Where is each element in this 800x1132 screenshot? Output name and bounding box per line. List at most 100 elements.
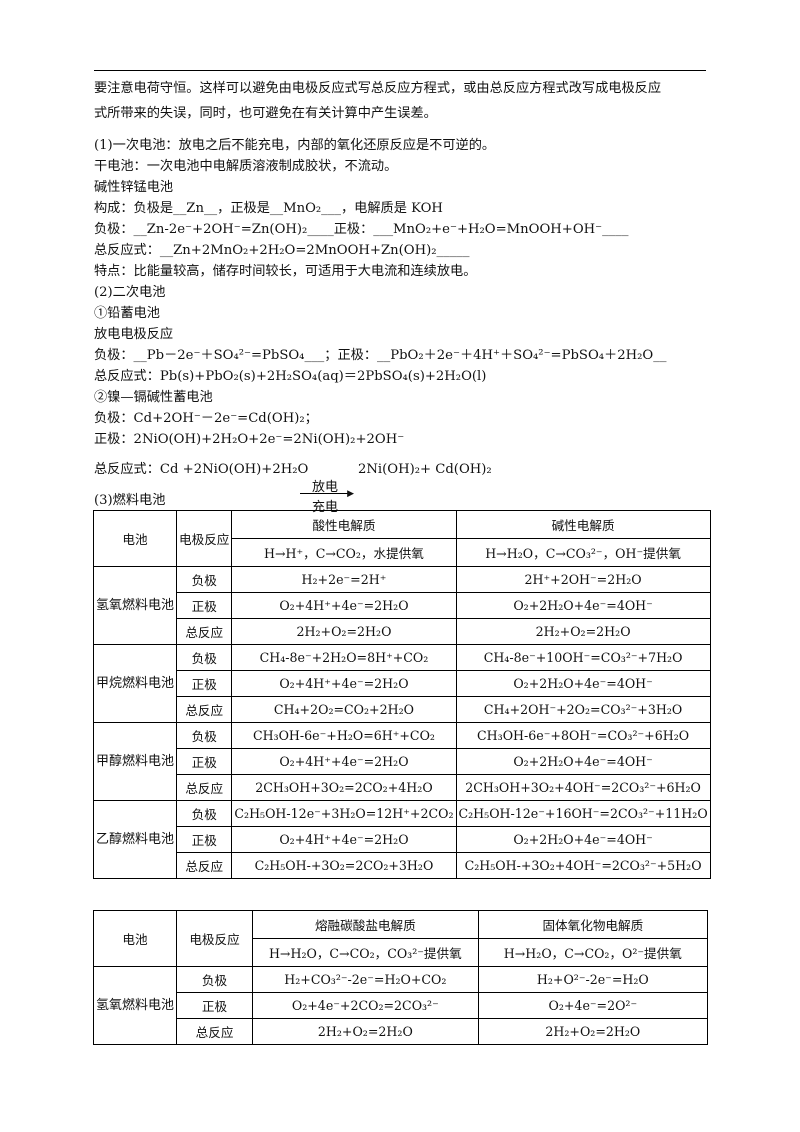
- arrow-line: [300, 493, 352, 494]
- battery-name: 甲醇燃料电池: [92, 722, 178, 801]
- table-row: 正极 O₂+4H⁺+4e⁻=2H₂O O₂+2H₂O+4e⁻=4OH⁻: [94, 592, 711, 619]
- battery-name: 乙醇燃料电池: [92, 800, 178, 879]
- lead-electrode-line: 负极：__Pb－2e⁻＋SO₄²⁻=PbSO₄___；正极：__PbO₂＋2e⁻…: [94, 348, 667, 363]
- row-label: 正极: [176, 826, 233, 853]
- table-row: 氢氧燃料电池 负极 H₂+CO₃²⁻-2e⁻=H₂O+CO₂ H₂+O²⁻-2e…: [92, 966, 709, 1045]
- acid-cell: O₂+4H⁺+4e⁻=2H₂O: [231, 592, 457, 619]
- row-label: 正极: [176, 670, 233, 697]
- header-solid: 固体氧化物电解质: [477, 910, 709, 939]
- header-battery: 电池: [92, 910, 178, 967]
- acid-cell: CH₄-8e⁻+2H₂O=8H⁺+CO₂: [231, 644, 457, 671]
- header-reaction: 电极反应: [176, 510, 233, 567]
- alkaline-zn-mn-heading: 碱性锌锰电池: [94, 180, 174, 195]
- dry-cell-line: 干电池：一次电池中电解质溶液制成胶状，不流动。: [94, 159, 398, 174]
- base-cell: 2H⁺+2OH⁻=2H₂O: [455, 566, 711, 593]
- row-label: 正极: [176, 748, 233, 775]
- base-cell: O₂+2H₂O+4e⁻=4OH⁻: [455, 826, 711, 853]
- battery-name: 氢氧燃料电池: [92, 966, 178, 1045]
- subheader-solid: H→H₂O，C→CO₂，O²⁻提供氧: [477, 938, 709, 967]
- base-cell: CH₄-8e⁻+10OH⁻=CO₃²⁻+7H₂O: [455, 644, 711, 671]
- electrode-line: 负极：__Zn-2e⁻+2OH⁻=Zn(OH)₂____正极：___MnO₂+e…: [94, 222, 629, 237]
- row-label: 正极: [176, 992, 254, 1019]
- lead-acid-heading: ①铅蓄电池: [94, 306, 160, 321]
- table-row: 正极 O₂+4H⁺+4e⁻=2H₂O O₂+2H₂O+4e⁻=4OH⁻: [94, 826, 711, 853]
- base-cell: O₂+2H₂O+4e⁻=4OH⁻: [455, 670, 711, 697]
- ni-cd-total-right: 2Ni(OH)₂+ Cd(OH)₂: [358, 462, 492, 477]
- primary-battery-line: (1)一次电池：放电之后不能充电，内部的氧化还原反应是不可逆的。: [94, 138, 496, 153]
- ni-cd-positive-line: 正极：2NiO(OH)+2H₂O+2e⁻=2Ni(OH)₂+2OH⁻: [94, 432, 405, 447]
- fuel-cell-heading: (3)燃料电池: [94, 493, 166, 508]
- acid-cell: 2H₂+O₂=2H₂O: [231, 618, 457, 645]
- total-reaction-line: 总反应式：__Zn+2MnO₂+2H₂O=2MnOOH+Zn(OH)₂_____: [94, 243, 470, 258]
- ni-cd-heading: ②镍—镉碱性蓄电池: [94, 390, 213, 405]
- lead-total-line: 总反应式：Pb(s)+PbO₂(s)+2H₂SO₄(aq)＝2PbSO₄(s)+…: [94, 369, 487, 384]
- solid-cell: H₂+O²⁻-2e⁻=H₂O: [477, 966, 709, 993]
- base-cell: O₂+2H₂O+4e⁻=4OH⁻: [455, 592, 711, 619]
- arrow-head-icon: ▶: [347, 489, 354, 499]
- row-label: 总反应: [176, 696, 233, 723]
- row-label: 总反应: [176, 1018, 254, 1045]
- feature-line: 特点：比能量较高，储存时间较长，可适用于大电流和连续放电。: [94, 264, 477, 279]
- ni-cd-total-left: 总反应式：Cd +2NiO(OH)+2H₂O: [94, 462, 309, 477]
- table-row: 总反应 C₂H₅OH-+3O₂=2CO₂+3H₂O C₂H₅OH-+3O₂+4O…: [94, 852, 711, 879]
- base-cell: O₂+2H₂O+4e⁻=4OH⁻: [455, 748, 711, 775]
- row-label: 负极: [176, 966, 254, 993]
- row-label: 负极: [176, 800, 233, 827]
- table-row: 总反应 CH₄+2O₂=CO₂+2H₂O CH₄+2OH⁻+2O₂=CO₃²⁻+…: [94, 696, 711, 723]
- row-label: 负极: [176, 722, 233, 749]
- row-label: 总反应: [176, 774, 233, 801]
- top-rule: [94, 70, 706, 71]
- fuel-cell-table: 电池 电极反应 酸性电解质 碱性电解质 H→H⁺，C→CO₂，水提供氧 H→H₂…: [92, 510, 711, 879]
- battery-name: 氢氧燃料电池: [92, 566, 178, 645]
- acid-cell: O₂+4H⁺+4e⁻=2H₂O: [231, 748, 457, 775]
- intro-line-2: 式所带来的失误，同时，也可避免在有关计算中产生误差。: [94, 106, 437, 121]
- acid-cell: C₂H₅OH-+3O₂=2CO₂+3H₂O: [231, 852, 457, 879]
- table-row: 正极 O₂+4H⁺+4e⁻=2H₂O O₂+2H₂O+4e⁻=4OH⁻: [94, 670, 711, 697]
- header-battery: 电池: [92, 510, 178, 567]
- header-acid: 酸性电解质: [231, 510, 457, 539]
- table-row: 甲烷燃料电池 负极 CH₄-8e⁻+2H₂O=8H⁺+CO₂ CH₄-8e⁻+1…: [92, 644, 711, 723]
- discharge-label: 放电: [312, 480, 339, 495]
- table-row: 甲醇燃料电池 负极 CH₃OH-6e⁻+H₂O=6H⁺+CO₂ CH₃OH-6e…: [92, 722, 711, 801]
- row-label: 总反应: [176, 618, 233, 645]
- subheader-base: H→H₂O，C→CO₃²⁻，OH⁻提供氧: [455, 538, 711, 567]
- table-row: 氢氧燃料电池 负极 H₂+2e⁻=2H⁺ 2H⁺+2OH⁻=2H₂O: [92, 566, 711, 645]
- molten-cell: H₂+CO₃²⁻-2e⁻=H₂O+CO₂: [252, 966, 479, 993]
- molten-solid-table: 电池 电极反应 熔融碳酸盐电解质 固体氧化物电解质 H→H₂O，C→CO₂，CO…: [92, 910, 709, 1045]
- discharge-heading: 放电电极反应: [94, 327, 174, 342]
- base-cell: CH₃OH-6e⁻+8OH⁻=CO₃²⁻+6H₂O: [455, 722, 711, 749]
- table-row: 总反应 2CH₃OH+3O₂=2CO₂+4H₂O 2CH₃OH+3O₂+4OH⁻…: [94, 774, 711, 801]
- base-cell: C₂H₅OH-12e⁻+16OH⁻=2CO₃²⁻+11H₂O: [455, 800, 711, 827]
- solid-cell: 2H₂+O₂=2H₂O: [477, 1018, 709, 1045]
- acid-cell: H₂+2e⁻=2H⁺: [231, 566, 457, 593]
- row-label: 总反应: [176, 852, 233, 879]
- row-label: 正极: [176, 592, 233, 619]
- table-row: 乙醇燃料电池 负极 C₂H₅OH-12e⁻+3H₂O=12H⁺+2CO₂ C₂H…: [92, 800, 711, 879]
- subheader-molten: H→H₂O，C→CO₂，CO₃²⁻提供氧: [252, 938, 479, 967]
- molten-cell: 2H₂+O₂=2H₂O: [252, 1018, 479, 1045]
- row-label: 负极: [176, 644, 233, 671]
- base-cell: 2CH₃OH+3O₂+4OH⁻=2CO₃²⁻+6H₂O: [455, 774, 711, 801]
- table-row: 总反应 2H₂+O₂=2H₂O 2H₂+O₂=2H₂O: [94, 1018, 709, 1045]
- molten-cell: O₂+4e⁻+2CO₂=2CO₃²⁻: [252, 992, 479, 1019]
- table-row: 总反应 2H₂+O₂=2H₂O 2H₂+O₂=2H₂O: [94, 618, 711, 645]
- battery-name: 甲烷燃料电池: [92, 644, 178, 723]
- header-molten: 熔融碳酸盐电解质: [252, 910, 479, 939]
- acid-cell: 2CH₃OH+3O₂=2CO₂+4H₂O: [231, 774, 457, 801]
- acid-cell: O₂+4H⁺+4e⁻=2H₂O: [231, 670, 457, 697]
- base-cell: C₂H₅OH-+3O₂+4OH⁻=2CO₃²⁻+5H₂O: [455, 852, 711, 879]
- row-label: 负极: [176, 566, 233, 593]
- table-row: 正极 O₂+4e⁻+2CO₂=2CO₃²⁻ O₂+4e⁻=2O²⁻: [94, 992, 709, 1019]
- base-cell: CH₄+2OH⁻+2O₂=CO₃²⁻+3H₂O: [455, 696, 711, 723]
- acid-cell: CH₄+2O₂=CO₂+2H₂O: [231, 696, 457, 723]
- composition-line: 构成：负极是__Zn__，正极是__MnO₂___，电解质是 KOH: [94, 201, 443, 216]
- secondary-battery-heading: (2)二次电池: [94, 285, 166, 300]
- acid-cell: C₂H₅OH-12e⁻+3H₂O=12H⁺+2CO₂: [231, 800, 457, 827]
- acid-cell: CH₃OH-6e⁻+H₂O=6H⁺+CO₂: [231, 722, 457, 749]
- base-cell: 2H₂+O₂=2H₂O: [455, 618, 711, 645]
- table-row: 正极 O₂+4H⁺+4e⁻=2H₂O O₂+2H₂O+4e⁻=4OH⁻: [94, 748, 711, 775]
- header-reaction: 电极反应: [176, 910, 254, 967]
- acid-cell: O₂+4H⁺+4e⁻=2H₂O: [231, 826, 457, 853]
- subheader-acid: H→H⁺，C→CO₂，水提供氧: [231, 538, 457, 567]
- header-base: 碱性电解质: [455, 510, 711, 539]
